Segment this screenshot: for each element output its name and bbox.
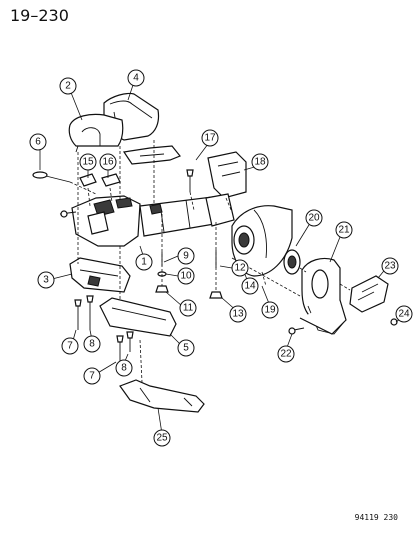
callout-16: 16	[99, 153, 117, 171]
callout-8-upper: 8	[83, 335, 101, 353]
callout-25: 25	[153, 429, 171, 447]
callout-24: 24	[395, 305, 413, 323]
lever-bracket	[122, 145, 181, 165]
callout-17: 17	[201, 129, 219, 147]
nut-11	[155, 285, 169, 293]
callout-6: 6	[29, 133, 47, 151]
callout-3: 3	[37, 271, 55, 289]
callout-4: 4	[127, 69, 145, 87]
callout-12: 12	[231, 259, 249, 277]
nut-13	[209, 291, 223, 299]
mounting-bracket	[207, 151, 247, 199]
callout-10: 10	[177, 267, 195, 285]
figure-code: 94119 230	[354, 513, 398, 522]
shaft-coupler	[349, 275, 398, 326]
callout-7-upper-label: 7	[67, 341, 73, 352]
callout-15: 15	[79, 153, 97, 171]
knee-bolster	[99, 297, 177, 337]
support-bracket	[119, 379, 205, 413]
callout-4-label: 4	[133, 73, 139, 84]
callout-1: 1	[135, 253, 153, 271]
boot-seal	[299, 257, 347, 335]
callout-19: 19	[261, 301, 279, 319]
callout-22: 22	[277, 345, 295, 363]
callout-15-label: 15	[82, 157, 94, 168]
callout-8-lower: 8	[115, 359, 133, 377]
lower-shroud	[69, 257, 131, 293]
callout-10-label: 10	[180, 271, 192, 282]
screw-8-lower	[126, 331, 134, 352]
callout-9: 9	[177, 247, 195, 265]
callout-20-label: 20	[308, 213, 320, 224]
callout-14-label: 14	[244, 281, 256, 292]
callout-3-label: 3	[43, 275, 49, 286]
callout-23-label: 23	[384, 261, 396, 272]
column-housing	[231, 205, 293, 277]
callout-7-lower: 7	[83, 367, 101, 385]
callout-25-label: 25	[156, 433, 168, 444]
callout-24-label: 24	[398, 309, 410, 320]
bearing	[283, 249, 301, 275]
steering-column	[59, 193, 235, 247]
callout-13-label: 13	[232, 309, 244, 320]
callout-14: 14	[241, 277, 259, 295]
callout-11: 11	[179, 299, 197, 317]
callout-2-label: 2	[65, 81, 71, 92]
screw-8-upper	[86, 295, 94, 330]
screw-7-lower	[116, 335, 124, 362]
bolt-17	[186, 169, 194, 192]
callout-7-upper: 7	[61, 337, 79, 355]
callout-9-label: 9	[183, 251, 189, 262]
ignition-key	[32, 171, 97, 195]
callout-7-lower-label: 7	[89, 371, 95, 382]
callout-23: 23	[381, 257, 399, 275]
shroud-half	[68, 113, 124, 153]
callout-18-label: 18	[254, 157, 266, 168]
callout-11-label: 11	[183, 303, 194, 314]
callout-22-label: 22	[280, 349, 292, 360]
screw-22	[288, 327, 305, 335]
callout-18: 18	[251, 153, 269, 171]
callout-8-lower-label: 8	[121, 363, 127, 374]
callout-16-label: 16	[102, 157, 114, 168]
callout-20: 20	[305, 209, 323, 227]
callout-17-label: 17	[204, 133, 216, 144]
callout-19-label: 19	[264, 305, 276, 316]
callout-8-upper-label: 8	[89, 339, 95, 350]
screw-7-upper	[74, 299, 82, 330]
callout-2: 2	[59, 77, 77, 95]
switch-right	[101, 173, 121, 187]
callout-21-label: 21	[338, 225, 350, 236]
callout-5-label: 5	[183, 343, 189, 354]
callout-6-label: 6	[35, 137, 41, 148]
callout-12-label: 12	[234, 263, 246, 274]
callout-5: 5	[177, 339, 195, 357]
callout-13: 13	[229, 305, 247, 323]
callout-1-label: 1	[141, 257, 147, 268]
callout-21: 21	[335, 221, 353, 239]
page-title: 19–230	[10, 6, 69, 25]
